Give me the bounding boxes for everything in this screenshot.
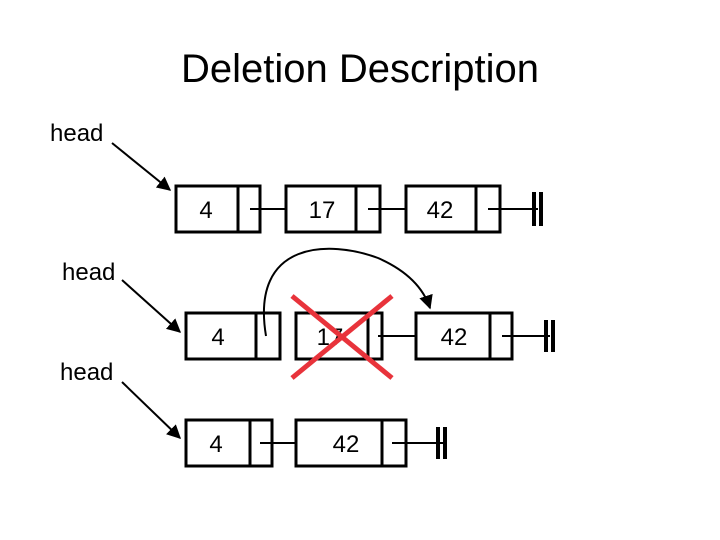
node-value: 4 (209, 431, 222, 458)
page-title: Deletion Description (181, 47, 539, 91)
node-box (174, 184, 262, 234)
head-label: head (60, 359, 113, 386)
head-pointer-arrow (111, 142, 172, 191)
bypass-arrow (263, 247, 433, 337)
head-label: head (50, 120, 103, 147)
null-terminator-icon (488, 192, 543, 226)
node-value: 42 (333, 431, 360, 458)
null-terminator-icon (392, 427, 447, 459)
node-value: 42 (427, 197, 454, 224)
list-row-result: head 4 42 (60, 359, 447, 468)
node-42: 42 (404, 184, 502, 234)
list-row-bypass: head 4 17 42 (62, 247, 555, 380)
node-value: 17 (309, 197, 336, 224)
node-box (184, 311, 282, 361)
null-terminator-icon (502, 320, 555, 352)
node-4: 4 (184, 311, 282, 361)
node-42: 42 (414, 311, 514, 361)
node-box (184, 418, 274, 468)
head-label: head (62, 259, 115, 286)
head-pointer-arrow (121, 279, 182, 333)
node-value: 4 (199, 197, 212, 224)
node-17: 17 (284, 184, 382, 234)
node-value: 4 (211, 324, 224, 351)
node-value: 42 (441, 324, 468, 351)
list-row-original: head 4 17 42 (50, 120, 543, 234)
delete-cross-icon (290, 294, 394, 380)
node-4: 4 (174, 184, 262, 234)
node-42: 42 (294, 418, 408, 468)
head-pointer-arrow (121, 381, 182, 439)
node-4: 4 (184, 418, 274, 468)
